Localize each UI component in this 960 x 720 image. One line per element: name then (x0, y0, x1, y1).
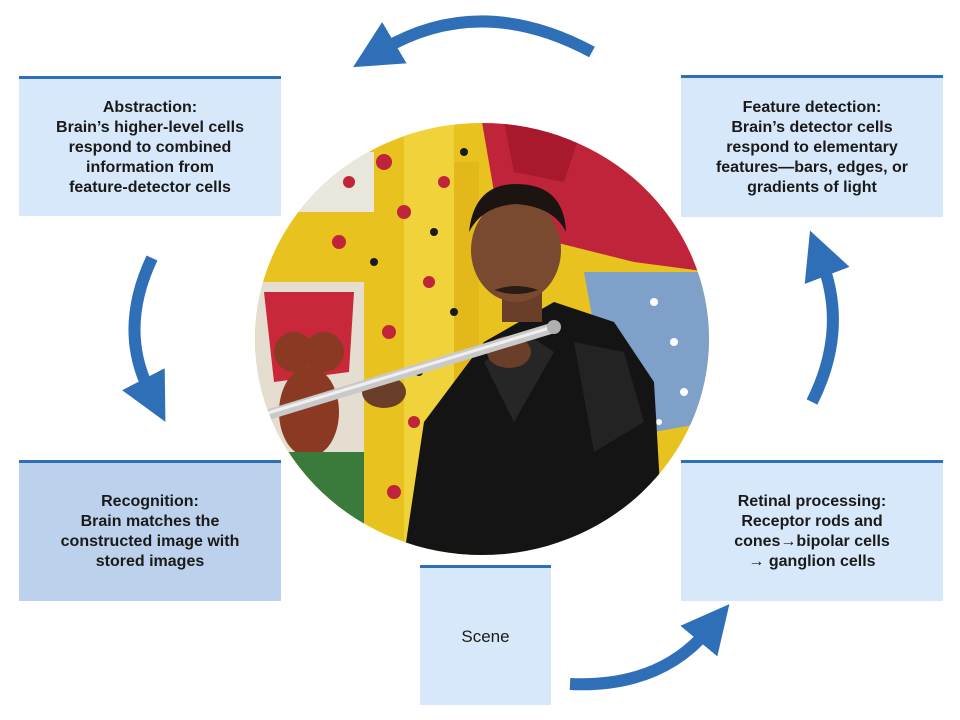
feature-detection-box: Feature detection: Brain’s detector cell… (681, 75, 943, 217)
scene-box: Scene (420, 565, 551, 705)
retinal-processing-box: Retinal processing: Receptor rods and co… (681, 460, 943, 601)
scene-text: Scene (461, 626, 510, 646)
flute-player-photo (254, 122, 710, 556)
recognition-box: Recognition: Brain matches the construct… (19, 460, 281, 601)
feature-detection-text: Feature detection: Brain’s detector cell… (715, 98, 909, 196)
recognition-text: Recognition: Brain matches the construct… (60, 493, 240, 570)
arrow-right (804, 230, 850, 405)
abstraction-box: Abstraction: Brain’s higher-level cells … (19, 76, 281, 216)
arrow-bottom (569, 604, 730, 691)
arrow-top (353, 15, 595, 68)
arrow-left (122, 255, 166, 422)
abstraction-text: Abstraction: Brain’s higher-level cells … (56, 98, 244, 196)
photo-illustration (255, 123, 709, 555)
retinal-processing-text: Retinal processing: Receptor rods and co… (734, 493, 890, 570)
